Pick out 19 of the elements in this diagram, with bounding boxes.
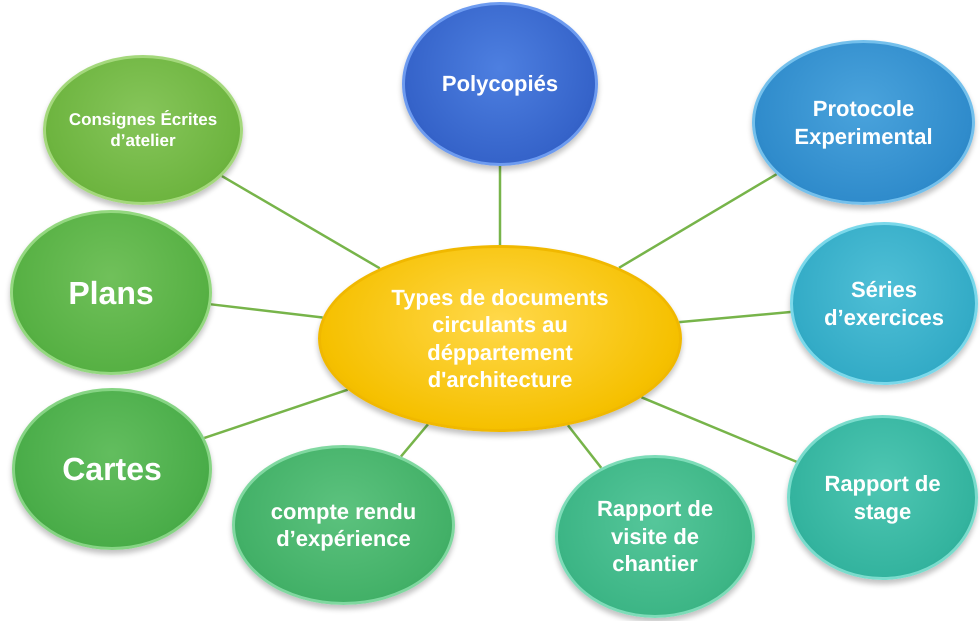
connector-line [498, 166, 502, 245]
node-label: Séries d’exercices [823, 276, 945, 331]
node-label: Consignes Écrites d’atelier [68, 108, 218, 152]
node-label: Types de documents circulants au déppartement d'architecture [390, 284, 610, 394]
node-label: compte rendu d’expérience [270, 498, 418, 552]
node-label: Protocole Experimental [793, 95, 934, 150]
node-label: Polycopiés [442, 70, 558, 98]
node-label: Rapport de visite de chantier [596, 495, 714, 578]
connector-line [204, 388, 348, 440]
node-label: Rapport de stage [823, 470, 942, 525]
connector-line [210, 303, 323, 319]
connector-line [221, 175, 380, 270]
node-label: Plans [68, 274, 154, 312]
connector-line [618, 173, 778, 269]
connector-line [641, 396, 797, 463]
connector-line [566, 424, 602, 469]
connector-line [679, 310, 791, 324]
node-label: Cartes [62, 450, 162, 489]
connector-line [400, 424, 429, 458]
